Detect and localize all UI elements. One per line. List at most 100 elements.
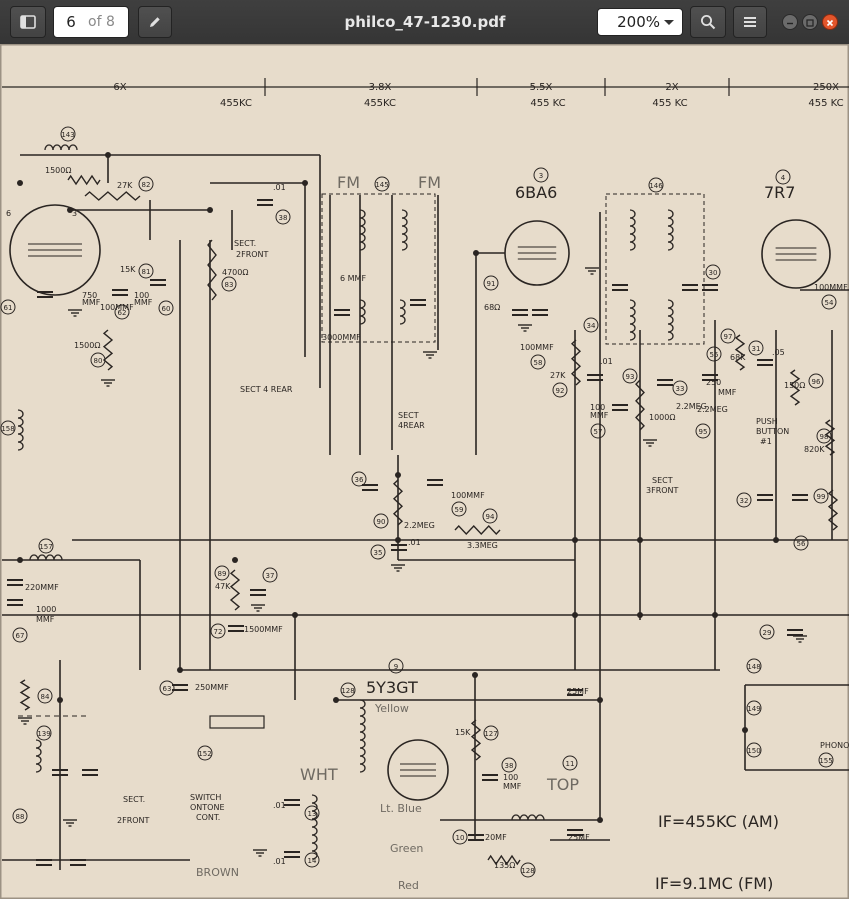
part-number: 95 (699, 428, 708, 436)
component-label: 3000MMF (322, 333, 361, 342)
component-label: 6 MMF (340, 274, 366, 283)
minimize-button[interactable] (782, 14, 798, 30)
component-label: 4700Ω (222, 268, 248, 277)
part-number: 84 (41, 693, 50, 701)
component-label: MMF (134, 298, 153, 307)
part-number: 128 (341, 687, 354, 695)
part-number: 31 (752, 345, 761, 353)
component-label: 3FRONT (646, 486, 679, 495)
part-number: 37 (266, 572, 275, 580)
part-number: 152 (198, 750, 211, 758)
part-number-circle (60, 126, 76, 142)
maximize-button[interactable] (802, 14, 818, 30)
part-number: 145 (375, 181, 388, 189)
page-number-input[interactable]: 6 (66, 13, 76, 31)
part-number-circle (813, 488, 829, 504)
component-label: MMF (82, 298, 101, 307)
pencil-annotation: TOP (546, 775, 579, 794)
component-label: 2.2MEG (697, 405, 728, 414)
part-number-circle (197, 745, 213, 761)
component-label: 25MF (567, 687, 589, 696)
part-number-circle (159, 680, 175, 696)
part-number: 92 (556, 387, 565, 395)
component-label: 250 (706, 378, 721, 387)
wire (19, 679, 31, 711)
menu-button[interactable] (733, 6, 767, 38)
junction-dot (597, 817, 603, 823)
pencil-annotation: FM (418, 173, 441, 192)
coil-winding (68, 144, 78, 151)
part-number-circle (138, 176, 154, 192)
coil-winding (535, 814, 545, 821)
gain-ratio-label: 5.5X (530, 82, 553, 93)
part-number: 94 (486, 513, 495, 521)
component-label: 3.3MEG (467, 541, 498, 550)
junction-dot (302, 180, 308, 186)
part-number-circle (759, 624, 775, 640)
annotate-button[interactable] (138, 6, 172, 38)
close-icon (826, 19, 834, 27)
part-number: 63 (163, 685, 172, 693)
wire (734, 334, 746, 371)
sidebar-toggle-button[interactable] (10, 6, 46, 38)
pencil-annotation: BROWN (196, 866, 239, 879)
wire (570, 339, 582, 386)
part-number: 155 (819, 757, 832, 765)
page-count-label: of 8 (88, 14, 115, 30)
close-button[interactable] (822, 14, 838, 30)
part-number-circle (483, 275, 499, 291)
component-label: 1500Ω (74, 341, 100, 350)
wire (207, 239, 217, 301)
part-number-circle (37, 688, 53, 704)
minimize-icon (787, 22, 793, 25)
maximize-icon (806, 19, 814, 27)
part-number: 91 (487, 280, 496, 288)
search-button[interactable] (690, 6, 726, 38)
part-number: 59 (455, 506, 464, 514)
junction-dot (177, 667, 183, 673)
part-number-circle (622, 368, 638, 384)
part-number-circle (138, 263, 154, 279)
freq-label: 455KC (364, 98, 396, 109)
part-number-circle (583, 317, 599, 333)
schematic-label: 3 (72, 209, 77, 218)
coil-winding (401, 241, 408, 251)
component-label: 250MMF (195, 683, 229, 692)
component-label: 100MMF (520, 343, 554, 352)
component-label: SECT (398, 411, 419, 420)
part-number: 150 (747, 747, 760, 755)
coil-winding (629, 241, 636, 251)
part-number: 35 (374, 549, 383, 557)
wire (229, 569, 241, 611)
part-number-circle (501, 757, 517, 773)
junction-dot (472, 672, 478, 678)
freq-label: 455 KC (530, 98, 565, 109)
page-indicator: 6 of 8 (53, 6, 129, 38)
coil-winding (359, 763, 366, 773)
junction-dot (105, 152, 111, 158)
part-number-circle (374, 176, 390, 192)
part-number: 57 (594, 428, 603, 436)
part-number: 146 (649, 182, 663, 190)
part-number-circle (746, 742, 762, 758)
part-number-circle (672, 380, 688, 396)
component-label: .01 (273, 857, 286, 866)
component-label: SWITCH (190, 793, 221, 802)
part-number: 82 (142, 181, 151, 189)
part-number-circle (775, 169, 791, 185)
part-number: 54 (825, 299, 834, 307)
if-frequency-label: IF=9.1MC (FM) (655, 874, 773, 893)
part-number-circle (562, 755, 578, 771)
gain-ratio-label: 3.8X (369, 82, 392, 93)
part-number: 148 (747, 663, 760, 671)
part-number: 149 (747, 705, 760, 713)
tube-label-7r7: 7R7 (764, 183, 795, 202)
component-label: 20MF (485, 833, 507, 842)
zoom-dropdown[interactable]: 200% (597, 8, 683, 36)
component-label: 2FRONT (236, 250, 269, 259)
part-number: 3 (539, 172, 543, 180)
junction-dot (395, 472, 401, 478)
part-number: 89 (218, 570, 227, 578)
wire (392, 479, 404, 526)
